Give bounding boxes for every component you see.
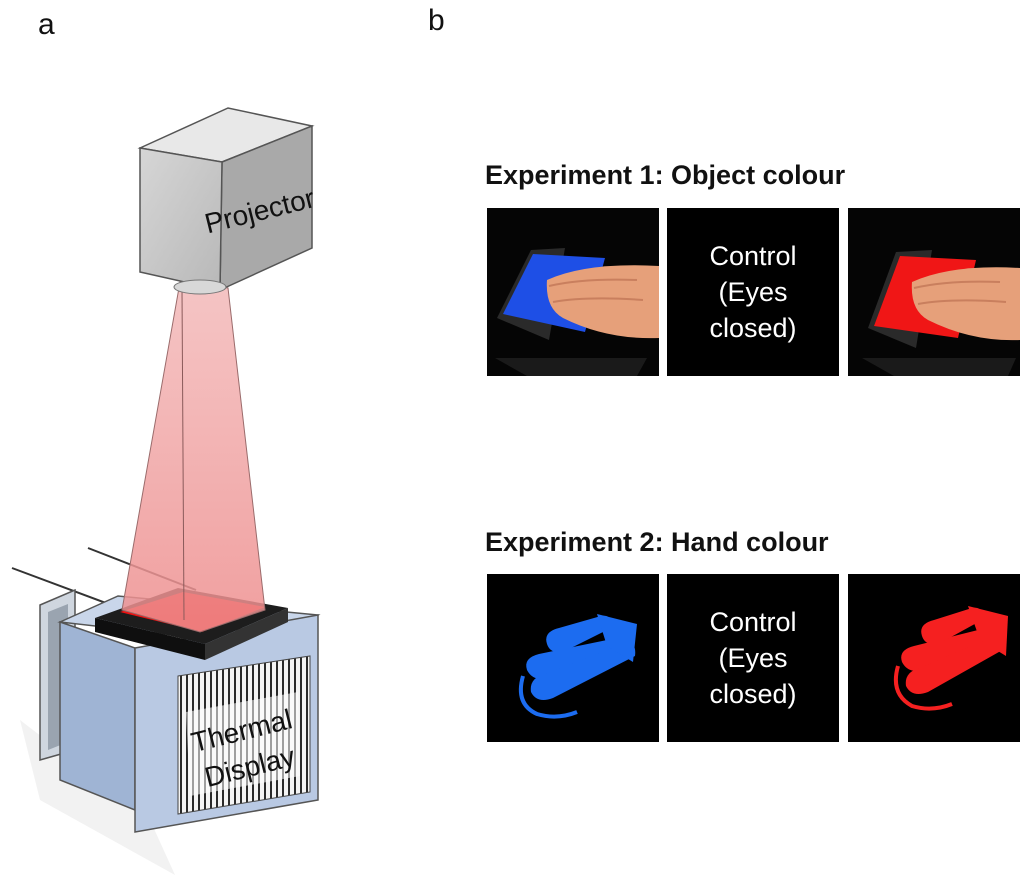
- panel-a-label: a: [38, 8, 55, 41]
- panel-b-label: b: [428, 4, 445, 37]
- red-hand: [901, 606, 1008, 694]
- label-plate: [186, 692, 300, 796]
- experiment-2-red-hand-photo: [848, 574, 1020, 742]
- control-label: Control: [709, 607, 797, 637]
- control-label-eyes: (Eyes: [718, 277, 788, 307]
- experiment-2-control-panel: Control (Eyes closed): [667, 574, 839, 742]
- projector-lens: [173, 279, 227, 295]
- hand: [911, 267, 1020, 341]
- control-label-closed: closed): [709, 313, 797, 343]
- hand: [546, 265, 659, 339]
- floor-shadow: [20, 720, 175, 875]
- experiment-1-title: Experiment 1: Object colour: [485, 160, 846, 190]
- blue-hand: [526, 614, 637, 700]
- experiment-1-red-object-photo: [848, 208, 1020, 376]
- experiment-1-blue-object-photo: [487, 208, 659, 376]
- control-label-closed: closed): [709, 679, 797, 709]
- apparatus-illustration: Projector Thermal Display: [11, 107, 321, 875]
- experiment-2-title: Experiment 2: Hand colour: [485, 527, 829, 557]
- control-label: Control: [709, 241, 797, 271]
- projector-beam: [121, 281, 266, 633]
- cube-left: [59, 620, 136, 812]
- experiment-2-blue-hand-photo: [487, 574, 659, 742]
- control-label-eyes: (Eyes: [718, 643, 788, 673]
- experiment-1-control-panel: Control (Eyes closed): [667, 208, 839, 376]
